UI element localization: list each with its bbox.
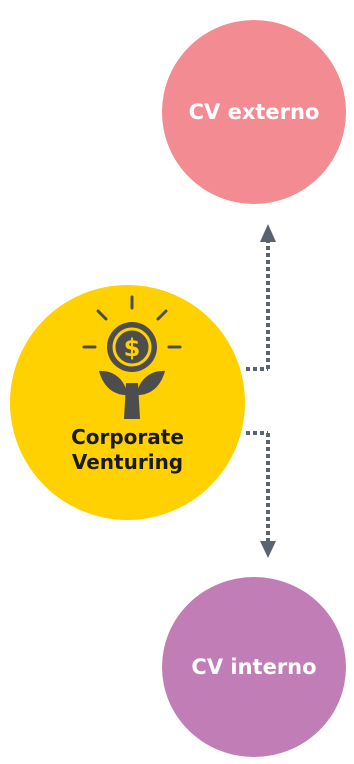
arrow-down-icon	[260, 541, 276, 558]
node-corporate-venturing: $ Corporate Venturing	[10, 285, 245, 520]
connector-to-internal	[246, 431, 270, 541]
node-cv-interno-label: CV interno	[191, 655, 317, 679]
svg-text:$: $	[124, 334, 141, 362]
node-cv-interno: CV interno	[162, 577, 346, 757]
node-cv-externo-label: CV externo	[188, 100, 320, 124]
arrow-up-icon	[260, 224, 276, 242]
node-cv-externo: CV externo	[162, 20, 346, 204]
connector-to-external	[246, 242, 270, 371]
node-corporate-venturing-label: Corporate Venturing	[71, 425, 184, 474]
money-plant-icon: $	[82, 295, 182, 419]
